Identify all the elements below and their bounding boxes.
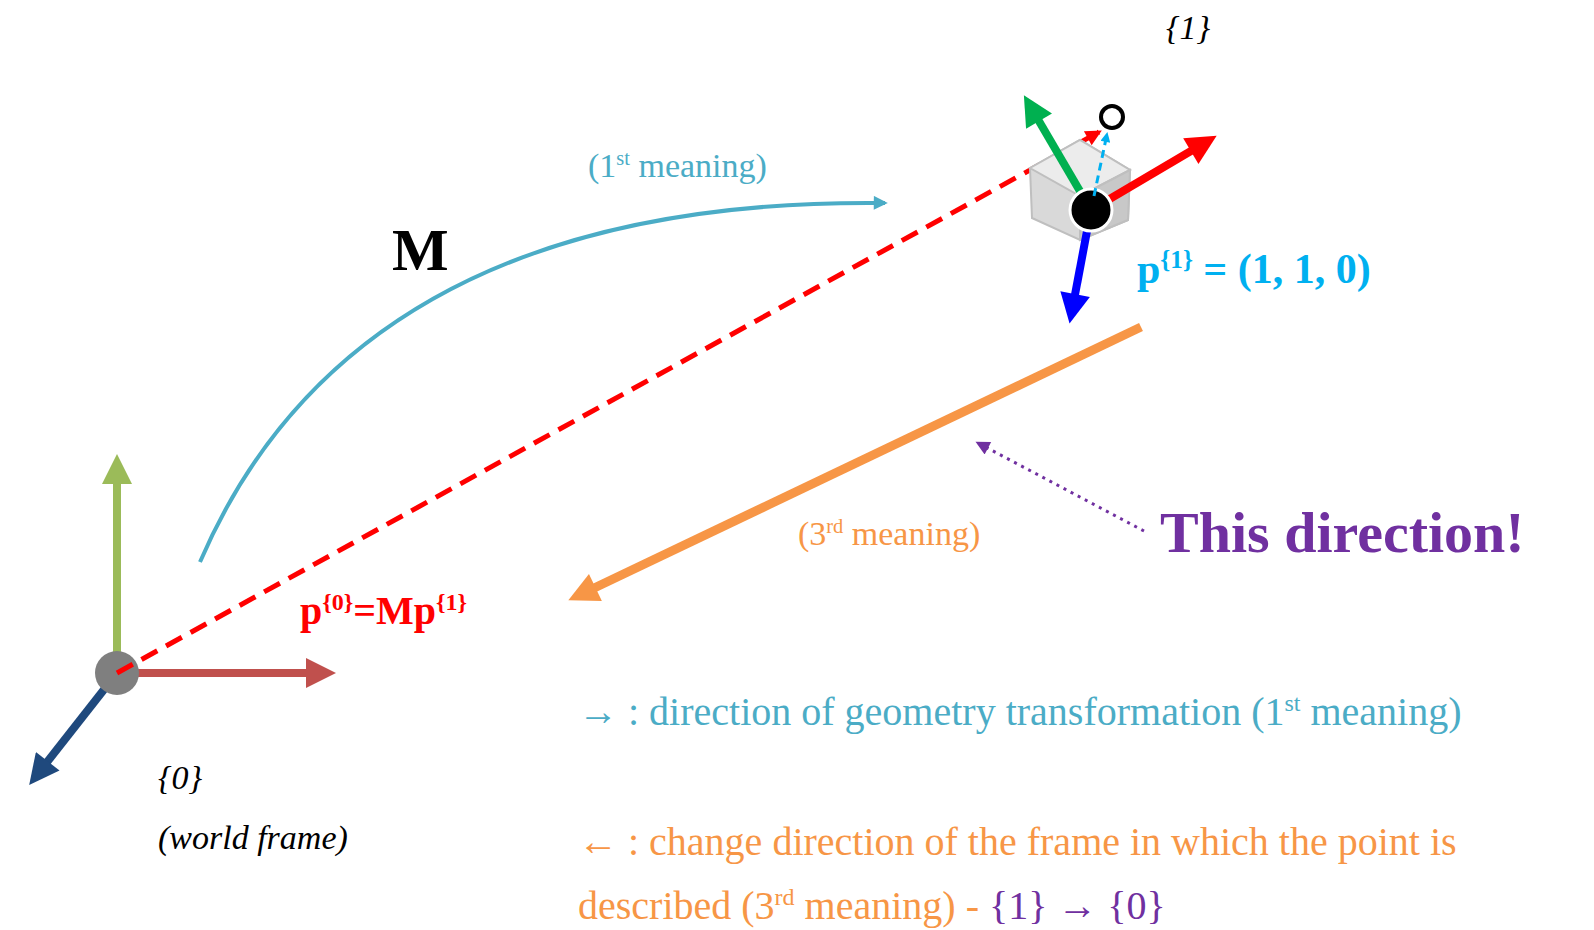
- legend-note: ← : change direction of the frame in whi…: [578, 810, 1583, 930]
- pointer-line: [978, 443, 1144, 531]
- transform-arc: [200, 203, 885, 562]
- callout-text: This direction!: [1160, 498, 1525, 568]
- legend-note: → : direction of geometry transformation…: [578, 680, 1583, 744]
- point-marker: [1101, 106, 1123, 128]
- frame-origin: [1070, 189, 1112, 231]
- point-label: p{1} = (1, 1, 0): [1137, 244, 1371, 294]
- body-frame-axes: [1036, 106, 1196, 300]
- frame-label: {1}: [1166, 8, 1210, 49]
- position-vector: [117, 132, 1099, 673]
- y-axis: [113, 478, 121, 673]
- local-vector: [1094, 134, 1107, 196]
- annotation: (1st meaning): [588, 146, 767, 187]
- frame-label: {0}: [158, 758, 202, 799]
- equation: p{0}=Mp{1}: [300, 587, 467, 635]
- annotation: (3rd meaning): [798, 514, 980, 555]
- matrix-label: M: [392, 214, 449, 286]
- x-axis: [117, 669, 312, 677]
- frame-change-arrow: [590, 327, 1141, 590]
- frame-caption: (world frame): [158, 818, 348, 859]
- world-frame-axes: [44, 478, 312, 766]
